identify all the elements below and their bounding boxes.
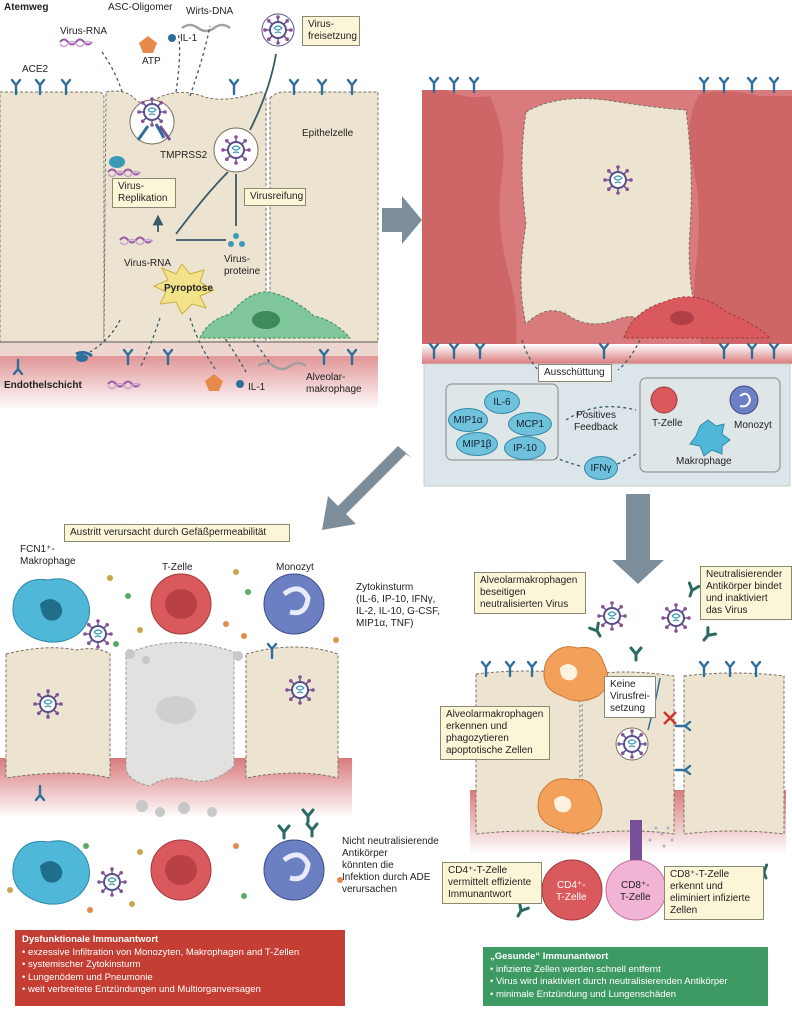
healthy-immune-response-box: „Gesunde“ Immunantwort infizierte Zellen… [483,947,768,1006]
no-release-box: Keine Virusfrei- setzung [604,676,656,718]
il1-bottom-label: IL-1 [248,382,266,393]
dysfunctional-item: exzessive Infiltration von Monozyten, Ma… [22,947,338,959]
macrophage-label-b: Makrophage [676,456,732,467]
virus-rna-mid-label: Virus-RNA [124,258,172,269]
cd4-response-box: CD4⁺-T-Zelle vermittelt effiziente Immun… [442,862,542,904]
dysfunctional-item: weit verbreitete Entzündungen und Multio… [22,984,338,996]
non-neutralizing-antibody-label: Nicht neutralisierende Antikörper könnte… [342,836,439,895]
fcn1-macrophage-label: FCN1⁺- Makrophage [20,544,76,567]
immune-cells-c [12,573,325,905]
healthy-item: Virus wird inaktiviert durch neutralisie… [490,976,761,988]
t-cell-label-c: T-Zelle [162,562,193,573]
panel-c-cytokine-storm [0,569,352,913]
cytokine-ifng: IFNγ [584,456,618,480]
epithelial-cell-label: Epithelzelle [302,128,354,139]
cd8-cell-label: CD8⁺- T-Zelle [620,880,651,903]
il1-top-label: IL-1 [180,33,198,44]
panel-a-infection [0,13,379,410]
monocyte-label-c: Monozyt [276,562,314,573]
virus-rna-top-label: Virus-RNA [60,26,108,37]
cd4-cell-label: CD4⁺- T-Zelle [556,880,587,903]
airway-label: Atemweg [4,2,49,13]
dysfunctional-immune-response-box: Dysfunktionale Immunantwort exzessive In… [15,930,345,1006]
ace2-label: ACE2 [22,64,49,75]
cytokine-mip1b: MIP1β [456,432,498,456]
tmprss2-label: TMPRSS2 [160,150,208,161]
cytokine-ip10: IP-10 [504,436,546,460]
host-dna-label: Wirts-DNA [186,6,234,17]
cytokine-mcp1: MCP1 [508,412,552,436]
monocyte-label-b: Monozyt [734,420,772,431]
asc-oligomer-label: ASC-Oligomer [108,2,173,13]
alveolar-clear-box: Alveolarmakrophagen beseitigen neutralis… [474,572,586,614]
dysfunctional-item: systemischer Zytokinsturm [22,959,338,971]
virus-release-box: Virus- freisetzung [302,16,360,46]
virus-replication-box: Virus- Replikation [112,178,176,208]
atp-label: ATP [142,56,161,67]
cytokine-storm-label: Zytokinsturm (IL-6, IP-10, IFNγ, IL-2, I… [356,582,440,629]
secretion-box: Ausschüttung [538,364,612,382]
alveolar-phagocytose-box: Alveolarmakrophagen erkennen und phagozy… [440,706,550,760]
healthy-item: infizierte Zellen werden schnell entfern… [490,964,761,976]
flow-arrows [322,196,664,584]
healthy-item: minimale Entzündung und Lungenschäden [490,989,761,1001]
positive-feedback-label: Positives Feedback [574,410,618,433]
virus-proteins-label: Virus- proteine [224,254,261,277]
healthy-title: „Gesunde“ Immunantwort [490,951,609,962]
panel-b-inflammation [422,76,792,487]
alveolar-macrophage-label: Alveolar- makrophage [306,372,362,395]
cytokine-mip1a: MIP1α [448,408,488,432]
cytokine-il6: IL-6 [484,390,520,414]
virus-maturation-box: Virusreifung [244,188,306,206]
cd8-response-box: CD8⁺-T-Zelle erkennt und eliminiert infi… [664,866,764,920]
dysfunctional-item: Lungenödem und Pneumonie [22,972,338,984]
t-cell-label-b: T-Zelle [652,418,683,429]
pyroptosis-label: Pyroptose [164,283,213,294]
dysfunctional-title: Dysfunktionale Immunantwort [22,934,159,945]
endothelial-layer-label: Endothelschicht [4,380,82,391]
neutralizing-antibody-box: Neutralisierender Antikörper bindet und … [700,566,792,620]
cytokine-dots [7,569,343,913]
vascular-exit-box: Austritt verursacht durch Gefäßpermeabil… [64,524,290,542]
